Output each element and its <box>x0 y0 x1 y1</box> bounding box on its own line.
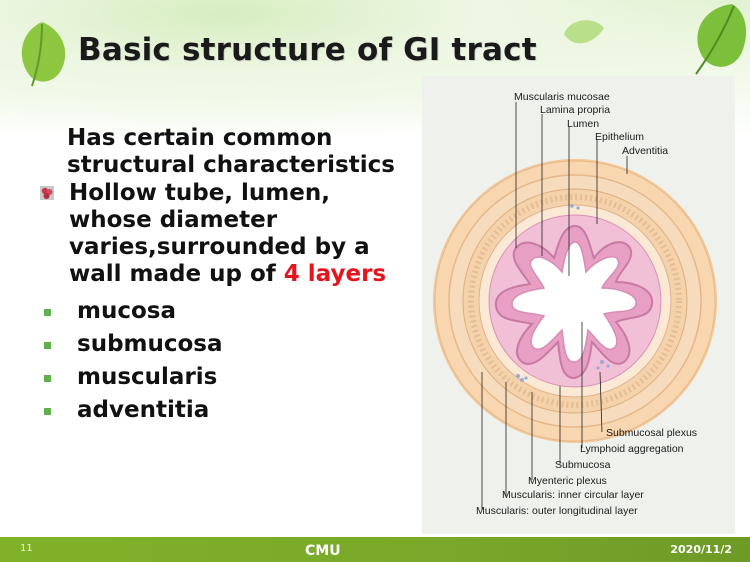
organization-name: CMU <box>305 543 341 559</box>
label-lumen: Lumen <box>567 118 599 130</box>
slide-content: Has certain common structural characteri… <box>40 125 410 427</box>
label-outer-longitudinal-layer: Muscularis: outer longitudinal layer <box>476 505 638 517</box>
main-bullet: Hollow tube, lumen, whose diameter varie… <box>40 180 410 288</box>
label-lymphoid-aggregation: Lymphoid aggregation <box>580 443 684 455</box>
label-epithelium: Epithelium <box>595 131 644 143</box>
label-lamina-propria: Lamina propria <box>540 104 610 116</box>
leaf-icon <box>21 22 66 87</box>
slide-number: 11 <box>20 543 33 554</box>
list-item: mucosa <box>40 295 410 328</box>
square-bullet-icon <box>44 342 51 349</box>
square-bullet-icon <box>44 375 51 382</box>
footer-bar: 11 CMU 2020/11/2 <box>0 537 750 562</box>
slide-date: 2020/11/2 <box>670 543 732 556</box>
label-submucosa: Submucosa <box>555 459 611 471</box>
label-adventitia: Adventitia <box>622 145 668 157</box>
square-bullet-icon <box>44 309 51 316</box>
label-inner-circular-layer: Muscularis: inner circular layer <box>502 489 644 501</box>
leaf-icon <box>564 20 604 44</box>
list-item: muscularis <box>40 361 410 394</box>
label-myenteric-plexus: Myenteric plexus <box>528 475 607 487</box>
layer-count-highlight: 4 layers <box>283 261 387 287</box>
gi-tract-diagram: Muscularis mucosae Lamina propria Lumen … <box>422 76 735 534</box>
label-submucosal-plexus: Submucosal plexus <box>606 427 697 439</box>
list-item: adventitia <box>40 394 410 427</box>
flower-bullet-icon <box>40 186 54 200</box>
layer-list: mucosa submucosa muscularis adventitia <box>40 295 410 427</box>
intro-text: Has certain common structural characteri… <box>67 125 395 178</box>
square-bullet-icon <box>44 408 51 415</box>
label-muscularis-mucosae: Muscularis mucosae <box>514 91 610 103</box>
leaf-icon <box>695 4 747 75</box>
list-item: submucosa <box>40 328 410 361</box>
cross-section-illustration: Muscularis mucosae Lamina propria Lumen … <box>433 91 717 517</box>
main-bullet-text: Hollow tube, lumen, whose diameter varie… <box>69 180 370 287</box>
slide-title: Basic structure of GI tract <box>78 32 537 68</box>
